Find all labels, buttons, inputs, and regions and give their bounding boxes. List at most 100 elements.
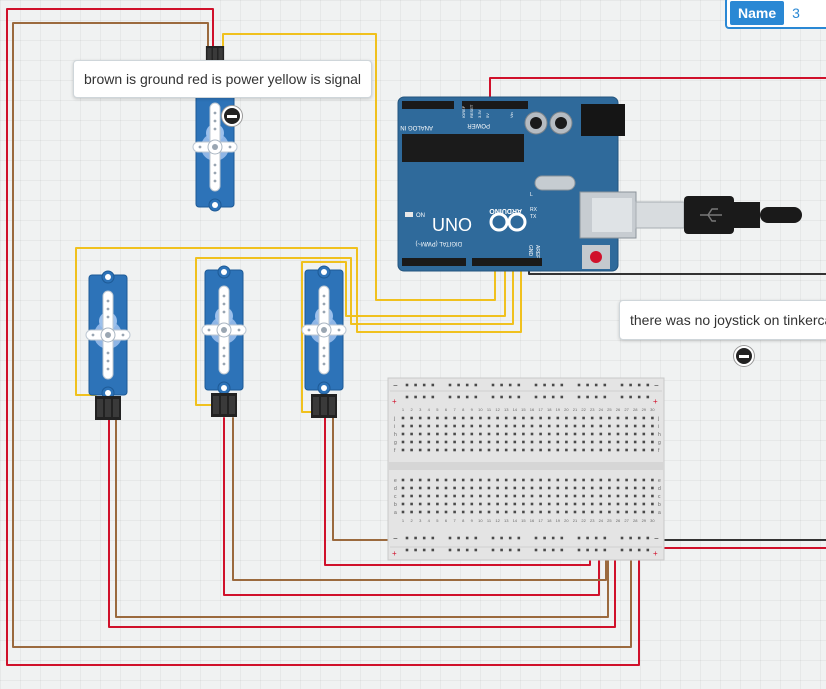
breadboard-hole[interactable] bbox=[565, 440, 568, 444]
breadboard-hole[interactable] bbox=[504, 486, 508, 490]
name-field-value[interactable]: 3 bbox=[792, 5, 800, 21]
breadboard-hole[interactable] bbox=[470, 502, 474, 506]
breadboard-hole[interactable] bbox=[556, 440, 560, 444]
breadboard-hole[interactable] bbox=[427, 424, 431, 428]
breadboard-hole[interactable] bbox=[405, 395, 409, 399]
breadboard-hole[interactable] bbox=[453, 486, 456, 490]
breadboard-hole[interactable] bbox=[543, 395, 546, 399]
breadboard-hole[interactable] bbox=[534, 536, 538, 540]
breadboard-hole[interactable] bbox=[633, 448, 637, 452]
breadboard-hole[interactable] bbox=[642, 510, 646, 514]
breadboard-hole[interactable] bbox=[508, 536, 512, 540]
breadboard-hole[interactable] bbox=[410, 448, 413, 452]
breadboard-hole[interactable] bbox=[500, 383, 503, 387]
breadboard-hole[interactable] bbox=[522, 510, 525, 514]
breadboard-hole[interactable] bbox=[414, 395, 417, 399]
breadboard-hole[interactable] bbox=[414, 383, 417, 387]
wire-brown-servo-1[interactable] bbox=[115, 419, 609, 618]
breadboard-hole[interactable] bbox=[479, 424, 482, 428]
breadboard-hole[interactable] bbox=[401, 478, 405, 482]
breadboard-hole[interactable] bbox=[418, 448, 422, 452]
breadboard-hole[interactable] bbox=[556, 424, 560, 428]
breadboard-hole[interactable] bbox=[594, 548, 598, 552]
breadboard-hole[interactable] bbox=[534, 548, 538, 552]
breadboard-hole[interactable] bbox=[556, 448, 560, 452]
breadboard-hole[interactable] bbox=[431, 395, 435, 399]
breadboard-hole[interactable] bbox=[608, 478, 611, 482]
breadboard-hole[interactable] bbox=[436, 424, 439, 428]
breadboard-hole[interactable] bbox=[556, 502, 560, 506]
breadboard-hole[interactable] bbox=[633, 494, 637, 498]
breadboard-hole[interactable] bbox=[401, 440, 405, 444]
breadboard-hole[interactable] bbox=[453, 440, 456, 444]
breadboard-hole[interactable] bbox=[625, 432, 628, 436]
breadboard-hole[interactable] bbox=[646, 536, 650, 540]
breadboard-hole[interactable] bbox=[517, 395, 521, 399]
breadboard-hole[interactable] bbox=[547, 502, 551, 506]
breadboard-hole[interactable] bbox=[586, 395, 589, 399]
breadboard-hole[interactable] bbox=[608, 440, 611, 444]
breadboard-hole[interactable] bbox=[530, 440, 534, 444]
breadboard-hole[interactable] bbox=[616, 510, 620, 514]
breadboard-hole[interactable] bbox=[513, 478, 517, 482]
breadboard-hole[interactable] bbox=[629, 383, 632, 387]
breadboard-hole[interactable] bbox=[522, 478, 525, 482]
breadboard-hole[interactable] bbox=[582, 424, 585, 428]
breadboard-hole[interactable] bbox=[625, 502, 628, 506]
wire-yellow-servo-3[interactable] bbox=[301, 261, 506, 413]
breadboard-hole[interactable] bbox=[487, 448, 491, 452]
breadboard-hole[interactable] bbox=[642, 486, 646, 490]
breadboard-hole[interactable] bbox=[582, 432, 585, 436]
breadboard-hole[interactable] bbox=[530, 416, 534, 420]
breadboard-hole[interactable] bbox=[410, 416, 413, 420]
breadboard-hole[interactable] bbox=[436, 510, 439, 514]
breadboard-hole[interactable] bbox=[487, 494, 491, 498]
breadboard-hole[interactable] bbox=[642, 502, 646, 506]
breadboard-hole[interactable] bbox=[629, 536, 632, 540]
breadboard-hole[interactable] bbox=[461, 448, 465, 452]
breadboard-hole[interactable] bbox=[414, 548, 417, 552]
breadboard-hole[interactable] bbox=[651, 448, 654, 452]
breadboard-hole[interactable] bbox=[577, 383, 581, 387]
breadboard-hole[interactable] bbox=[444, 494, 448, 498]
breadboard-hole[interactable] bbox=[573, 448, 577, 452]
breadboard-hole[interactable] bbox=[470, 448, 474, 452]
breadboard-hole[interactable] bbox=[517, 548, 521, 552]
breadboard-hole[interactable] bbox=[556, 478, 560, 482]
breadboard-hole[interactable] bbox=[491, 536, 495, 540]
breadboard-hole[interactable] bbox=[465, 548, 469, 552]
breadboard-hole[interactable] bbox=[436, 416, 439, 420]
breadboard-hole[interactable] bbox=[427, 448, 431, 452]
breadboard-hole[interactable] bbox=[500, 548, 503, 552]
breadboard-hole[interactable] bbox=[513, 448, 517, 452]
breadboard-hole[interactable] bbox=[530, 448, 534, 452]
breadboard-hole[interactable] bbox=[637, 395, 641, 399]
breadboard-hole[interactable] bbox=[625, 416, 628, 420]
breadboard-hole[interactable] bbox=[599, 440, 603, 444]
breadboard-hole[interactable] bbox=[436, 494, 439, 498]
breadboard-hole[interactable] bbox=[539, 416, 542, 420]
breadboard-hole[interactable] bbox=[573, 440, 577, 444]
breadboard-hole[interactable] bbox=[401, 510, 405, 514]
breadboard-hole[interactable] bbox=[431, 548, 435, 552]
breadboard-hole[interactable] bbox=[461, 510, 465, 514]
breadboard-hole[interactable] bbox=[539, 486, 542, 490]
breadboard-hole[interactable] bbox=[547, 494, 551, 498]
breadboard-hole[interactable] bbox=[560, 536, 564, 540]
breadboard-hole[interactable] bbox=[573, 502, 577, 506]
breadboard-hole[interactable] bbox=[522, 432, 525, 436]
breadboard-hole[interactable] bbox=[608, 424, 611, 428]
breadboard-hole[interactable] bbox=[625, 494, 628, 498]
breadboard-hole[interactable] bbox=[508, 548, 512, 552]
breadboard-hole[interactable] bbox=[418, 502, 422, 506]
breadboard-hole[interactable] bbox=[616, 448, 620, 452]
collapse-note-icon[interactable] bbox=[222, 106, 242, 126]
breadboard-hole[interactable] bbox=[418, 440, 422, 444]
breadboard-hole[interactable] bbox=[633, 424, 637, 428]
component-name-panel[interactable]: Name 3 bbox=[725, 0, 826, 29]
breadboard-hole[interactable] bbox=[474, 395, 478, 399]
breadboard-hole[interactable] bbox=[586, 536, 589, 540]
breadboard-hole[interactable] bbox=[586, 383, 589, 387]
breadboard-hole[interactable] bbox=[616, 424, 620, 428]
breadboard-hole[interactable] bbox=[496, 502, 499, 506]
